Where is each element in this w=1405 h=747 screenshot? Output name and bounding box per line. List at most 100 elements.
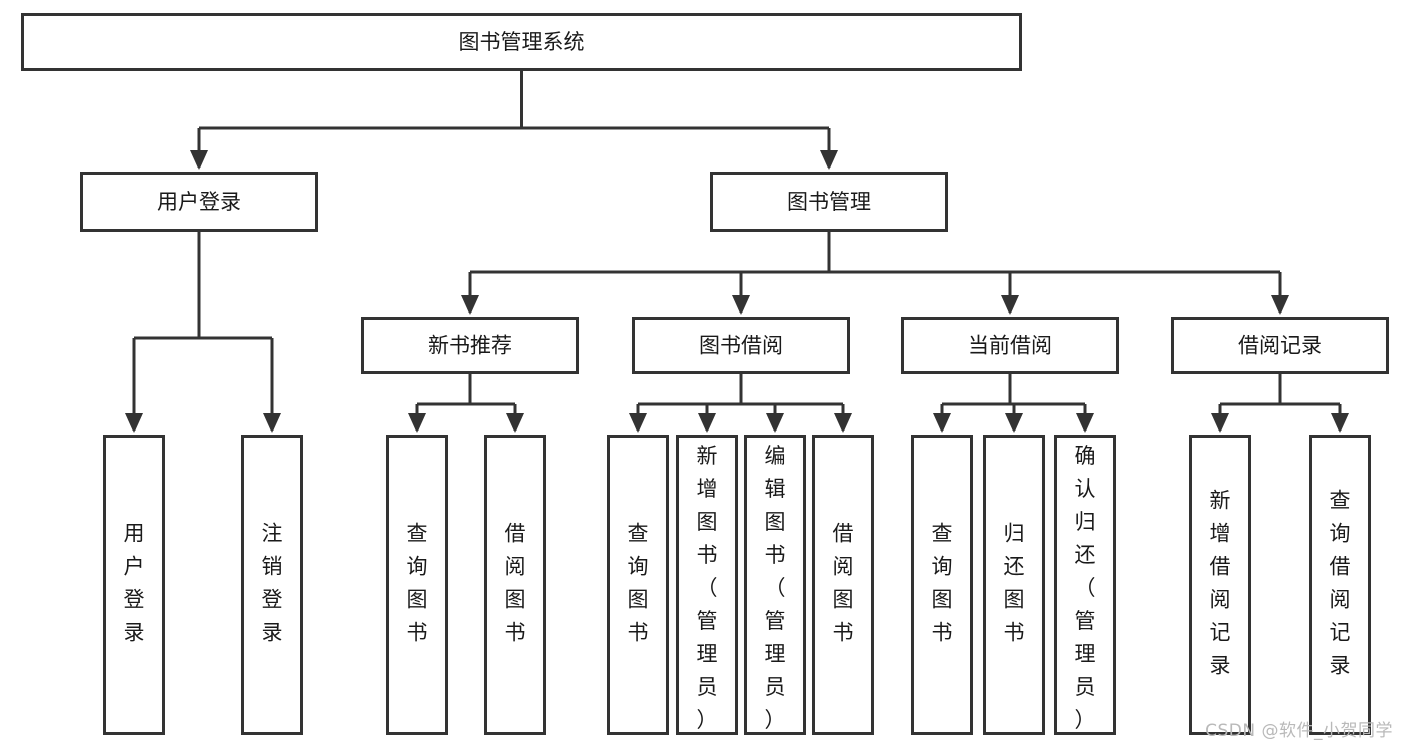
node-label: 图书管理	[787, 190, 871, 214]
node-label-char: 书	[1004, 621, 1025, 645]
node-label-char: 图	[932, 588, 953, 612]
arrow-head-icon	[629, 413, 647, 433]
node-label-char: 查	[407, 522, 428, 546]
arrow-head-icon	[820, 150, 838, 170]
node-label-char: 书	[407, 621, 428, 645]
node-label-char: 理	[697, 642, 718, 666]
node-leaf-0[interactable]: 用户登录	[103, 435, 165, 735]
node-box	[103, 435, 165, 735]
node-label: 新书推荐	[428, 334, 512, 358]
node-box	[812, 435, 874, 735]
node-box	[901, 317, 1119, 374]
arrow-head-icon	[263, 413, 281, 433]
node-label-char: 新	[1210, 489, 1231, 513]
node-label-char: 新	[697, 444, 718, 468]
node-level3-3[interactable]: 借阅记录	[1171, 317, 1389, 374]
node-label-char: 销	[262, 555, 283, 579]
node-box	[1189, 435, 1251, 735]
node-box	[632, 317, 850, 374]
node-label-char: 书	[505, 621, 526, 645]
node-label-char: 书	[765, 543, 786, 567]
node-label-char: 归	[1075, 510, 1096, 534]
node-box	[911, 435, 973, 735]
node-level3-1[interactable]: 图书借阅	[632, 317, 850, 374]
node-label-char: 确	[1075, 444, 1096, 468]
nodes-layer: 图书管理系统用户登录图书管理新书推荐图书借阅当前借阅借阅记录用户登录注销登录查询…	[21, 13, 1389, 735]
node-label-char: 书	[697, 543, 718, 567]
node-label-char: （	[765, 576, 786, 600]
arrow-head-icon	[506, 413, 524, 433]
node-label-char: 录	[124, 621, 145, 645]
node-label-char: 书	[833, 621, 854, 645]
node-box	[607, 435, 669, 735]
node-label-char: ）	[765, 708, 786, 732]
node-label-char: ）	[1075, 708, 1096, 732]
node-label-char: ）	[697, 708, 718, 732]
node-root-system[interactable]: 图书管理系统	[21, 13, 1022, 71]
node-label-char: 记	[1210, 621, 1231, 645]
node-box	[80, 172, 318, 232]
node-label-char: 借	[833, 522, 854, 546]
node-label-char: 书	[628, 621, 649, 645]
node-level2-0[interactable]: 用户登录	[80, 172, 318, 232]
arrow-head-icon	[408, 413, 426, 433]
node-label: 当前借阅	[968, 334, 1052, 358]
node-label: 图书管理系统	[459, 30, 585, 54]
node-box	[710, 172, 948, 232]
arrow-head-icon	[190, 150, 208, 170]
node-label-char: 阅	[1330, 588, 1351, 612]
node-label-char: 辑	[765, 477, 786, 501]
node-label-char: 书	[932, 621, 953, 645]
node-label-char: 归	[1004, 522, 1025, 546]
node-label-char: 理	[765, 642, 786, 666]
arrow-head-icon	[461, 295, 479, 315]
node-label-char: 图	[697, 510, 718, 534]
node-box	[1309, 435, 1371, 735]
node-label-char: 录	[1330, 654, 1351, 678]
arrow-head-icon	[1331, 413, 1349, 433]
arrow-head-icon	[698, 413, 716, 433]
node-label-char: 登	[262, 588, 283, 612]
connectors-layer	[125, 71, 1349, 433]
node-label-char: 询	[407, 555, 428, 579]
node-box	[744, 435, 806, 735]
node-label-char: 查	[1330, 489, 1351, 513]
arrow-head-icon	[834, 413, 852, 433]
node-level3-0[interactable]: 新书推荐	[361, 317, 579, 374]
arrow-head-icon	[933, 413, 951, 433]
node-label-char: 员	[1075, 675, 1096, 699]
node-label-char: 编	[765, 444, 786, 468]
node-label-char: （	[697, 576, 718, 600]
node-label: 用户登录	[157, 190, 241, 214]
node-label-char: 注	[262, 522, 283, 546]
node-label-char: 图	[505, 588, 526, 612]
node-level3-2[interactable]: 当前借阅	[901, 317, 1119, 374]
node-label-char: 员	[765, 675, 786, 699]
node-box	[386, 435, 448, 735]
node-label-char: 户	[124, 555, 145, 579]
arrow-head-icon	[125, 413, 143, 433]
node-label-char: 管	[1075, 609, 1096, 633]
node-label: 借阅记录	[1238, 334, 1322, 358]
node-label-char: 用	[124, 522, 145, 546]
node-label-char: 员	[697, 675, 718, 699]
node-label-char: 查	[628, 522, 649, 546]
node-level2-1[interactable]: 图书管理	[710, 172, 948, 232]
node-label-char: 阅	[833, 555, 854, 579]
node-box	[484, 435, 546, 735]
arrow-head-icon	[1211, 413, 1229, 433]
node-label-char: 认	[1075, 477, 1096, 501]
